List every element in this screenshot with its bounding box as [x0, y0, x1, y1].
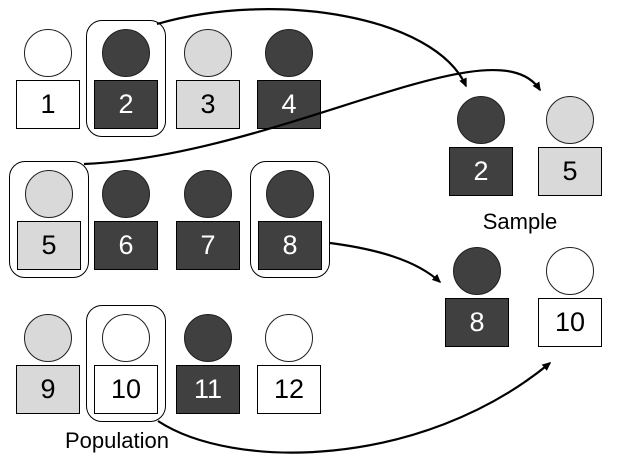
- number-box: 8: [258, 221, 322, 270]
- population-person-10: 10: [86, 305, 166, 422]
- population-person-6: 6: [94, 170, 158, 270]
- sample-person-8: 8: [445, 247, 509, 347]
- person-number: 2: [118, 89, 134, 119]
- person-number: 8: [469, 307, 485, 337]
- person-number: 12: [273, 374, 305, 404]
- head-circle: [24, 29, 72, 77]
- person-number: 10: [554, 307, 586, 337]
- head-circle: [102, 170, 150, 218]
- sample-person-5: 5: [538, 96, 602, 196]
- population-person-3: 3: [176, 29, 240, 129]
- head-circle: [25, 170, 73, 218]
- population-person-8: 8: [250, 161, 330, 278]
- population-label: Population: [65, 428, 169, 453]
- population-person-11: 11: [176, 314, 240, 414]
- person-number: 3: [200, 89, 216, 119]
- number-box: 8: [445, 298, 509, 347]
- number-box: 6: [94, 221, 158, 270]
- number-box: 9: [16, 365, 80, 414]
- head-circle: [24, 314, 72, 362]
- number-box: 5: [17, 221, 81, 270]
- head-circle: [457, 96, 505, 144]
- head-circle: [265, 29, 313, 77]
- population-person-1: 1: [16, 29, 80, 129]
- head-circle: [546, 96, 594, 144]
- number-box: 1: [16, 80, 80, 129]
- person-number: 8: [282, 230, 298, 260]
- population-person-5: 5: [9, 161, 89, 278]
- head-circle: [453, 247, 501, 295]
- number-box: 10: [94, 365, 158, 414]
- head-circle: [265, 314, 313, 362]
- number-box: 2: [94, 80, 158, 129]
- number-box: 10: [538, 298, 602, 347]
- person-number: 9: [40, 374, 56, 404]
- number-box: 12: [257, 365, 321, 414]
- person-number: 10: [110, 374, 142, 404]
- person-number: 5: [41, 230, 57, 260]
- number-box: 7: [176, 221, 240, 270]
- number-box: 4: [257, 80, 321, 129]
- arrow-population8-to-sample8: [329, 241, 442, 284]
- person-number: 1: [40, 89, 56, 119]
- person-number: 6: [118, 230, 134, 260]
- head-circle: [184, 314, 232, 362]
- head-circle: [184, 170, 232, 218]
- sample-person-10: 10: [538, 247, 602, 347]
- person-number: 7: [200, 230, 216, 260]
- number-box: 3: [176, 80, 240, 129]
- head-circle: [102, 314, 150, 362]
- sample-person-2: 2: [449, 96, 513, 196]
- population-person-9: 9: [16, 314, 80, 414]
- head-circle: [546, 247, 594, 295]
- person-number: 4: [281, 89, 297, 119]
- sample-label: Sample: [482, 209, 558, 234]
- person-number: 5: [562, 156, 578, 186]
- number-box: 2: [449, 147, 513, 196]
- number-box: 5: [538, 147, 602, 196]
- selection-outline: [9, 161, 89, 278]
- head-circle: [184, 29, 232, 77]
- population-person-4: 4: [257, 29, 321, 129]
- population-person-12: 12: [257, 314, 321, 414]
- population-person-2: 2: [86, 20, 166, 137]
- number-box: 11: [176, 365, 240, 414]
- head-circle: [102, 29, 150, 77]
- person-number: 11: [193, 374, 223, 404]
- head-circle: [266, 170, 314, 218]
- person-number: 2: [473, 156, 489, 186]
- population-person-7: 7: [176, 170, 240, 270]
